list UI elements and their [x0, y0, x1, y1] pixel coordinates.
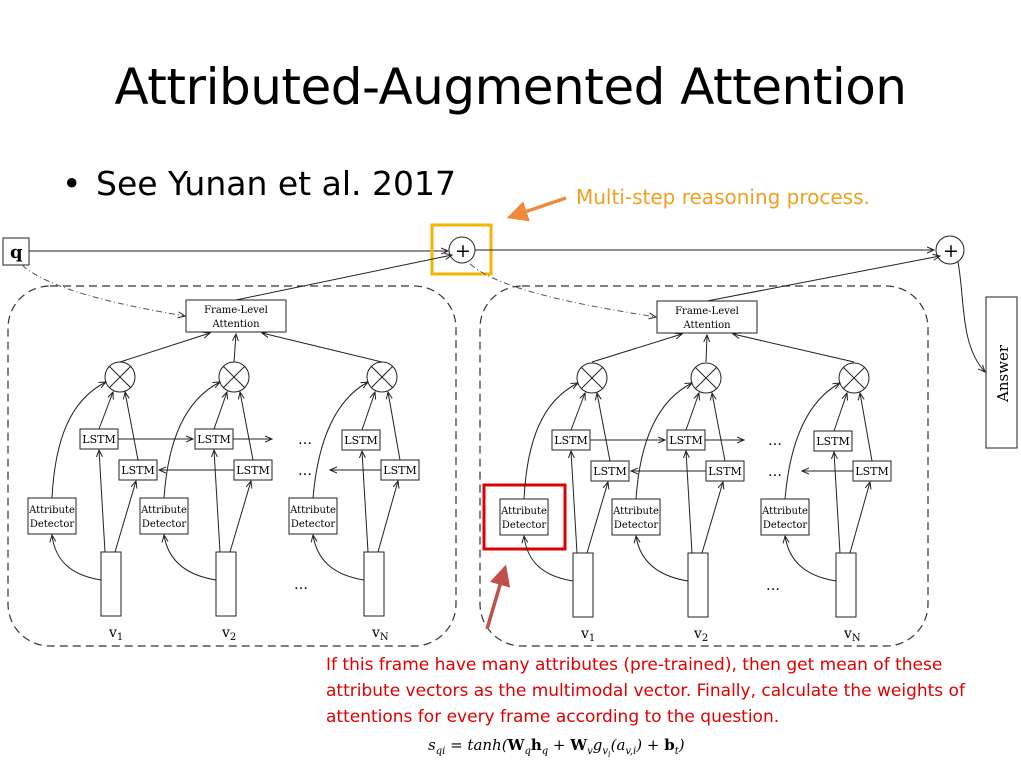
attention-formula: sqi = tanh(Wqhq + Wvgvi(av,i) + bt) — [428, 736, 685, 759]
attribute-detector: Attribute Detector — [27, 497, 77, 535]
answer-node: Answer — [985, 296, 1018, 449]
frame-feature — [363, 551, 385, 617]
frame-attention-text-1a: Frame-Level — [204, 305, 268, 316]
lstm-label: LSTM — [669, 434, 702, 447]
attribute-detector-label: Detector — [291, 519, 336, 530]
multiply-node — [366, 361, 398, 393]
lstm-backward: LSTM — [852, 460, 892, 482]
bullet-item: • See Yunan et al. 2017 — [62, 164, 456, 203]
attribute-detector: Attribute Detector — [611, 498, 661, 536]
ellipsis: … — [766, 578, 780, 594]
frame-feature — [835, 552, 857, 618]
lstm-label: LSTM — [816, 435, 849, 448]
bullet-symbol: • — [62, 164, 82, 203]
answer-label: Answer — [994, 344, 1012, 403]
lstm-backward: LSTM — [118, 459, 158, 481]
ellipsis: … — [768, 464, 782, 480]
ellipsis: … — [298, 432, 312, 448]
frame-feature — [687, 552, 709, 618]
bullet-text: See Yunan et al. 2017 — [96, 164, 456, 203]
lstm-forward: LSTM — [813, 430, 853, 452]
red-annotation-arrow — [485, 564, 511, 630]
frame-label: vN — [371, 625, 389, 643]
red-annotation: If this frame have many attributes (pre-… — [326, 655, 965, 727]
attribute-detector-label: Detector — [30, 519, 75, 530]
plus-symbol-1: + — [455, 240, 471, 262]
attribute-detector-label: Attribute — [761, 506, 808, 517]
lstm-forward: LSTM — [551, 429, 591, 451]
lstm-label: LSTM — [855, 465, 888, 478]
question-node: q — [2, 237, 30, 266]
lstm-forward: LSTM — [194, 428, 234, 450]
multiply-node — [838, 362, 870, 394]
ellipsis: … — [298, 463, 312, 479]
frame-attention-box-1: Frame-Level Attention — [185, 299, 287, 333]
multiply-node — [104, 361, 136, 393]
plus-symbol-2: + — [943, 240, 959, 262]
frame-feature — [215, 551, 237, 617]
multiply-node — [218, 361, 250, 393]
lstm-label: LSTM — [593, 465, 626, 478]
attribute-detector-label: Detector — [763, 520, 808, 531]
attribute-detector-label: Attribute — [289, 505, 336, 516]
frame-label: v1 — [580, 626, 595, 644]
lstm-backward: LSTM — [233, 459, 273, 481]
attribute-detector: Attribute Detector — [139, 497, 189, 535]
lstm-forward: LSTM — [79, 428, 119, 450]
reasoning-panel-2: Frame-Level Attention LSTM LSTM — [479, 256, 940, 647]
lstm-label: LSTM — [197, 433, 230, 446]
sum-node-2: + — [935, 235, 965, 265]
reasoning-panel-1: Frame-Level Attention LSTM LSTM — [7, 255, 457, 647]
lstm-label: LSTM — [82, 433, 115, 446]
attribute-detector-label: Attribute — [500, 506, 547, 517]
ellipsis: … — [768, 433, 782, 449]
attribute-detector: Attribute Detector — [288, 497, 338, 535]
frame-attention-box-2: Frame-Level Attention — [656, 300, 758, 334]
frame-feature — [100, 551, 122, 617]
attribute-detector-label: Detector — [614, 520, 659, 531]
attribute-detector: Attribute Detector — [760, 498, 810, 536]
attribute-detector-label: Detector — [502, 520, 547, 531]
question-label: q — [10, 242, 23, 263]
attribute-detector-label: Attribute — [28, 505, 75, 516]
lstm-label: LSTM — [236, 464, 269, 477]
lstm-label: LSTM — [344, 434, 377, 447]
ellipsis: … — [294, 577, 308, 593]
frame-attention-text-1b: Attention — [211, 319, 260, 330]
frame-label: v2 — [221, 625, 236, 643]
lstm-backward: LSTM — [705, 460, 745, 482]
slide-title: Attributed-Augmented Attention — [114, 58, 907, 116]
attribute-detector: Attribute Detector — [499, 498, 549, 536]
lstm-label: LSTM — [708, 465, 741, 478]
frame-attention-text-2b: Attention — [682, 320, 731, 331]
orange-annotation: Multi-step reasoning process. — [576, 185, 870, 209]
frame-attention-text-2a: Frame-Level — [675, 306, 739, 317]
lstm-forward: LSTM — [341, 429, 381, 451]
attribute-detector-label: Attribute — [140, 505, 187, 516]
lstm-backward: LSTM — [590, 460, 630, 482]
multiply-node — [690, 362, 722, 394]
frame-label: v1 — [108, 625, 123, 643]
attribute-detector-label: Attribute — [612, 506, 659, 517]
frame-label: v2 — [693, 626, 708, 644]
lstm-label: LSTM — [383, 464, 416, 477]
multiply-node — [576, 362, 608, 394]
frame-label: vN — [843, 626, 861, 644]
lstm-label: LSTM — [554, 434, 587, 447]
attribute-detector-label: Detector — [142, 519, 187, 530]
frame-feature — [572, 552, 594, 618]
lstm-forward: LSTM — [666, 429, 706, 451]
lstm-backward: LSTM — [380, 459, 420, 481]
lstm-label: LSTM — [121, 464, 154, 477]
orange-annotation-arrow — [506, 196, 567, 222]
